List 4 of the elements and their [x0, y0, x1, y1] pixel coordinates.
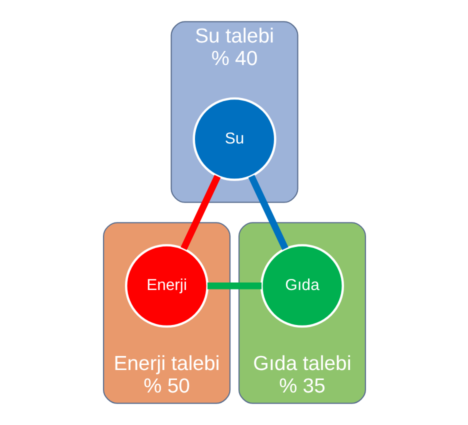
node-circle: Enerji	[124, 244, 208, 328]
node-circle: Su	[192, 97, 276, 181]
node-circle: Gıda	[260, 244, 344, 328]
connector	[207, 282, 262, 290]
